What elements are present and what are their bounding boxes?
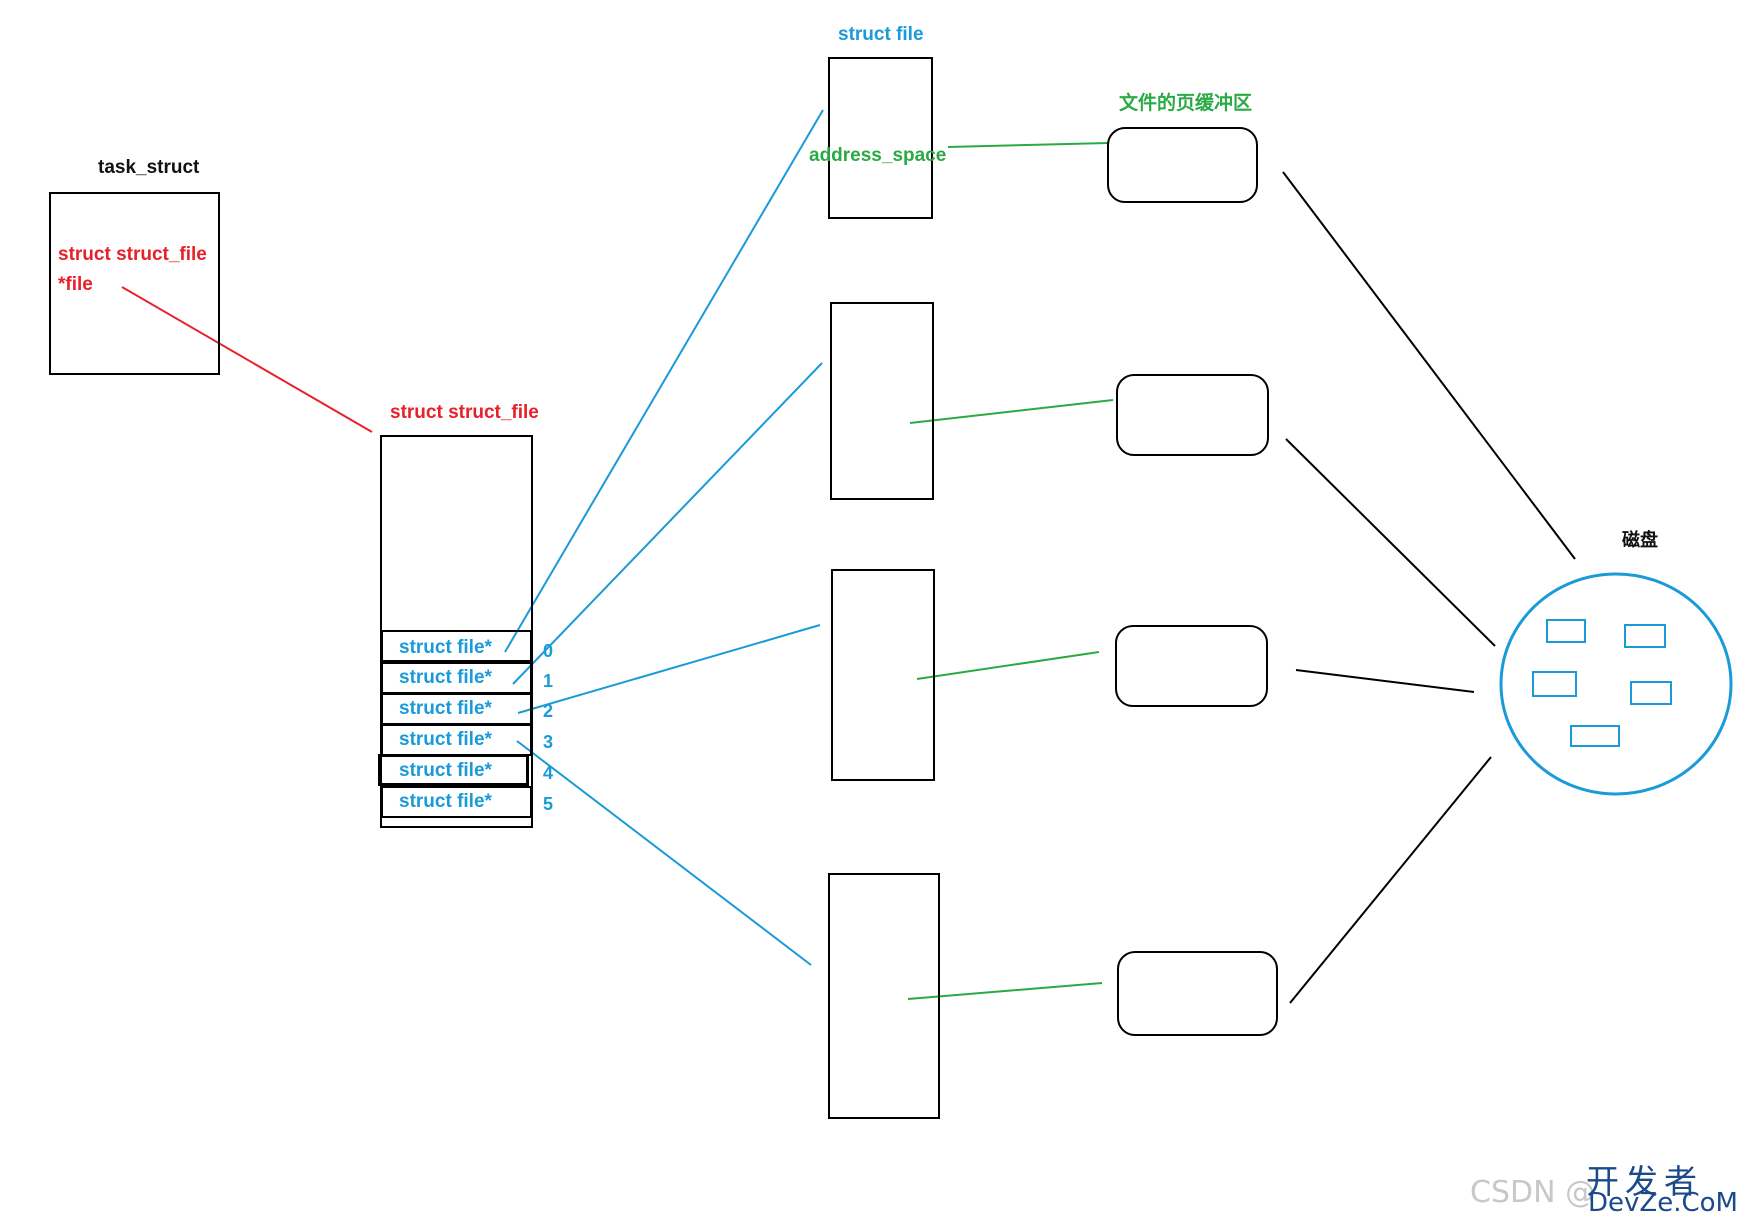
fd3-pointer <box>516 740 812 966</box>
disk-sector-3 <box>1532 671 1577 697</box>
page-buffer-title: 文件的页缓冲区 <box>1119 93 1253 114</box>
files-struct-title: struct struct_file <box>390 402 539 423</box>
struct-file-box-1 <box>828 57 933 219</box>
struct-file-box-4 <box>828 873 940 1119</box>
address-space-link-1 <box>947 142 1109 148</box>
struct-file-box-2 <box>830 302 934 500</box>
fd-index-0: 0 <box>543 641 554 661</box>
struct-file-title: struct file <box>838 24 924 45</box>
fd-index-2: 2 <box>543 701 554 721</box>
fd-slot-5 <box>381 786 532 818</box>
address-space-link-4 <box>907 982 1103 1000</box>
disk-sector-5 <box>1570 725 1620 747</box>
task-struct-box <box>49 192 220 375</box>
csdn-watermark: CSDN @ <box>1470 1175 1596 1210</box>
address-space-label: address_space <box>809 145 947 166</box>
buffer-to-disk-link-2 <box>1285 438 1496 647</box>
fd-index-3: 3 <box>543 732 554 752</box>
page-buffer-4 <box>1117 951 1278 1036</box>
fd-slot-5-label: struct file* <box>399 791 492 812</box>
disk-sector-2 <box>1624 624 1666 648</box>
buffer-to-disk-link-1 <box>1282 171 1576 560</box>
fd-slot-4 <box>378 754 529 786</box>
address-space-link-3 <box>916 651 1100 680</box>
page-buffer-1 <box>1107 127 1258 203</box>
fd-slot-2-label: struct file* <box>399 698 492 719</box>
page-buffer-3 <box>1115 625 1268 707</box>
buffer-to-disk-link-4 <box>1289 756 1492 1004</box>
fd-slot-0 <box>381 630 532 662</box>
task-to-files-pointer <box>121 286 373 433</box>
address-space-link-2 <box>909 399 1114 424</box>
disk-circle <box>1499 572 1733 796</box>
fd2-pointer <box>517 624 821 714</box>
fd1-pointer <box>512 362 823 685</box>
devze-watermark-cn: 开发者 <box>1586 1162 1703 1201</box>
devze-watermark-en: DevZe.CoM <box>1588 1188 1738 1218</box>
task-struct-field-line1: struct struct_file <box>58 244 207 265</box>
fd-slot-4-label: struct file* <box>399 760 492 781</box>
fd-slot-3-label: struct file* <box>399 729 492 750</box>
fd0-pointer <box>504 109 824 653</box>
buffer-to-disk-link-3 <box>1295 669 1475 693</box>
struct-file-box-3 <box>831 569 935 781</box>
fd-index-4: 4 <box>543 763 554 783</box>
fd-slot-1-label: struct file* <box>399 667 492 688</box>
disk-sector-4 <box>1630 681 1672 705</box>
page-buffer-2 <box>1116 374 1269 456</box>
fd-slot-0-label: struct file* <box>399 637 492 658</box>
disk-sector-1 <box>1546 619 1586 643</box>
fd-index-1: 1 <box>543 671 554 691</box>
disk-title: 磁盘 <box>1622 530 1658 550</box>
task-struct-title: task_struct <box>98 157 200 178</box>
fd-index-5: 5 <box>543 794 554 814</box>
task-struct-field-line2: *file <box>58 274 93 295</box>
